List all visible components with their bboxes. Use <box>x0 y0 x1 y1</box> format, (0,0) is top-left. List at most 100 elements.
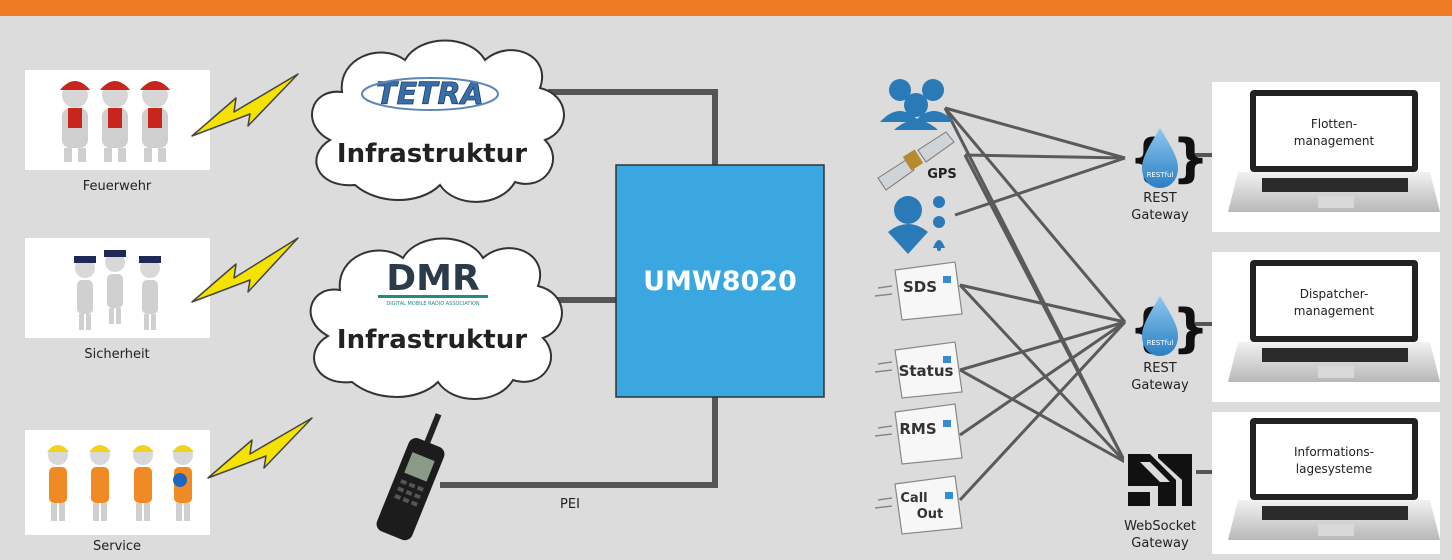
websocket-gateway: WebSocket Gateway <box>1124 448 1196 551</box>
gateway-label-line2: Gateway <box>1131 208 1189 223</box>
core-label: UMW8020 <box>643 266 797 297</box>
pei-link <box>440 397 718 488</box>
laptop-trackpad <box>1318 196 1354 208</box>
svg-text:}: } <box>1172 299 1209 359</box>
svg-text:}: } <box>1172 129 1209 189</box>
dmr-logo-underline <box>378 295 488 298</box>
cloud-shape <box>309 237 563 400</box>
message-label: RMS <box>899 420 936 438</box>
gateway-label-line1: REST <box>1143 191 1176 206</box>
message-label: Status <box>899 362 954 380</box>
link-users-gw2 <box>943 107 1127 323</box>
group-feuerwehr: Feuerwehr <box>25 70 210 194</box>
users-icon <box>880 79 954 130</box>
message-label: SDS <box>903 278 937 296</box>
tetra-cloud: TETRA Infrastruktur <box>311 39 565 203</box>
group-service: Service <box>25 430 210 554</box>
tetra-logo-ring <box>361 77 499 111</box>
message-icon <box>874 403 963 465</box>
gateway-label-line2: Gateway <box>1131 536 1189 551</box>
group-label: Feuerwehr <box>83 179 152 194</box>
group-sicherheit: Sicherheit <box>25 238 210 362</box>
restful-icon: { } RESTful <box>1129 128 1209 189</box>
laptop-flottenmanagement: Flotten- management <box>1212 82 1440 232</box>
handheld-radio <box>376 413 445 541</box>
message-label-line2: Out <box>917 507 944 522</box>
restful-badge: RESTful <box>1147 339 1174 347</box>
worker-figures <box>47 445 194 521</box>
core-box <box>615 164 825 398</box>
client-label-line2: management <box>1294 304 1375 318</box>
link-rms-gw2 <box>959 320 1126 437</box>
satellite-icon <box>877 131 955 191</box>
link-users-gw1 <box>944 106 1126 160</box>
link-gps-gw3 <box>963 154 1127 463</box>
restful-icon: { } RESTful <box>1129 296 1209 359</box>
accent-bar <box>0 0 1452 16</box>
group-label: Service <box>93 539 141 554</box>
group-label: Sicherheit <box>84 347 149 362</box>
dmr-logo: DMR <box>386 258 479 299</box>
link-status-gw3 <box>959 368 1126 464</box>
link-sds-gw2 <box>959 283 1126 324</box>
link-userstatus-gw1 <box>954 156 1126 217</box>
client-label-line2: lagesysteme <box>1296 462 1372 476</box>
link-sds-gw3 <box>958 283 1127 464</box>
lightning-icon <box>191 237 299 303</box>
rest-gateway-1: { } RESTful REST Gateway <box>1129 128 1209 223</box>
client-label-line2: management <box>1294 134 1375 148</box>
radio-keypad <box>394 479 424 507</box>
laptop-trackpad <box>1318 524 1354 536</box>
laptop-screen <box>1256 96 1412 166</box>
tetra-core-link <box>548 89 718 165</box>
network-label: Infrastruktur <box>337 325 527 355</box>
message-icon <box>874 341 963 399</box>
message-icon <box>874 475 963 535</box>
lightning-icon <box>207 417 313 479</box>
radio-antenna <box>422 413 442 449</box>
police-figures <box>74 250 161 330</box>
user-status-icon <box>888 196 945 254</box>
restful-badge: RESTful <box>1147 171 1174 179</box>
message-status: Status <box>874 341 963 399</box>
client-label-line1: Dispatcher- <box>1300 287 1369 301</box>
websocket-icon <box>1124 448 1196 506</box>
firefighter-figures <box>60 81 170 162</box>
laptop-keyboard <box>1262 348 1408 362</box>
laptop-screen <box>1256 424 1412 494</box>
rest-gateway-2: { } RESTful REST Gateway <box>1129 296 1209 393</box>
radio-body <box>376 438 445 541</box>
gps-service: GPS <box>877 131 957 191</box>
message-callout: Call Out <box>874 475 963 535</box>
pei-label: PEI <box>560 497 580 512</box>
umw8020-core: UMW8020 <box>615 164 825 398</box>
message-sds: SDS <box>874 261 963 321</box>
gps-label: GPS <box>927 167 957 182</box>
laptop-dispatchermanagement: Dispatcher- management <box>1212 252 1440 402</box>
service-links <box>943 106 1127 502</box>
client-label-line1: Informations- <box>1294 445 1374 459</box>
link-gps-gw1 <box>964 153 1126 160</box>
gateway-label-line1: REST <box>1143 361 1176 376</box>
laptop-informationslagesysteme: Informations- lagesysteme <box>1212 412 1440 554</box>
client-label-line1: Flotten- <box>1311 117 1357 131</box>
lightning-icon <box>191 73 299 137</box>
network-label: Infrastruktur <box>337 139 527 169</box>
laptop-trackpad <box>1318 366 1354 378</box>
message-label-line1: Call <box>900 491 927 506</box>
laptop-keyboard <box>1262 506 1408 520</box>
radio-screen <box>404 452 435 482</box>
laptop-screen <box>1256 266 1412 336</box>
gateway-label-line1: WebSocket <box>1124 519 1196 534</box>
dmr-logo-sub: DIGITAL MOBILE RADIO ASSOCIATION <box>386 301 480 307</box>
tetra-logo: TETRA <box>376 77 484 112</box>
dmr-cloud: DMR DIGITAL MOBILE RADIO ASSOCIATION Inf… <box>309 237 563 400</box>
laptop-keyboard <box>1262 178 1408 192</box>
link-callout-gw2 <box>958 320 1127 502</box>
message-rms: RMS <box>874 403 963 465</box>
cloud-shape <box>311 39 565 203</box>
link-status-gw2 <box>959 320 1126 372</box>
message-icon <box>874 261 963 321</box>
